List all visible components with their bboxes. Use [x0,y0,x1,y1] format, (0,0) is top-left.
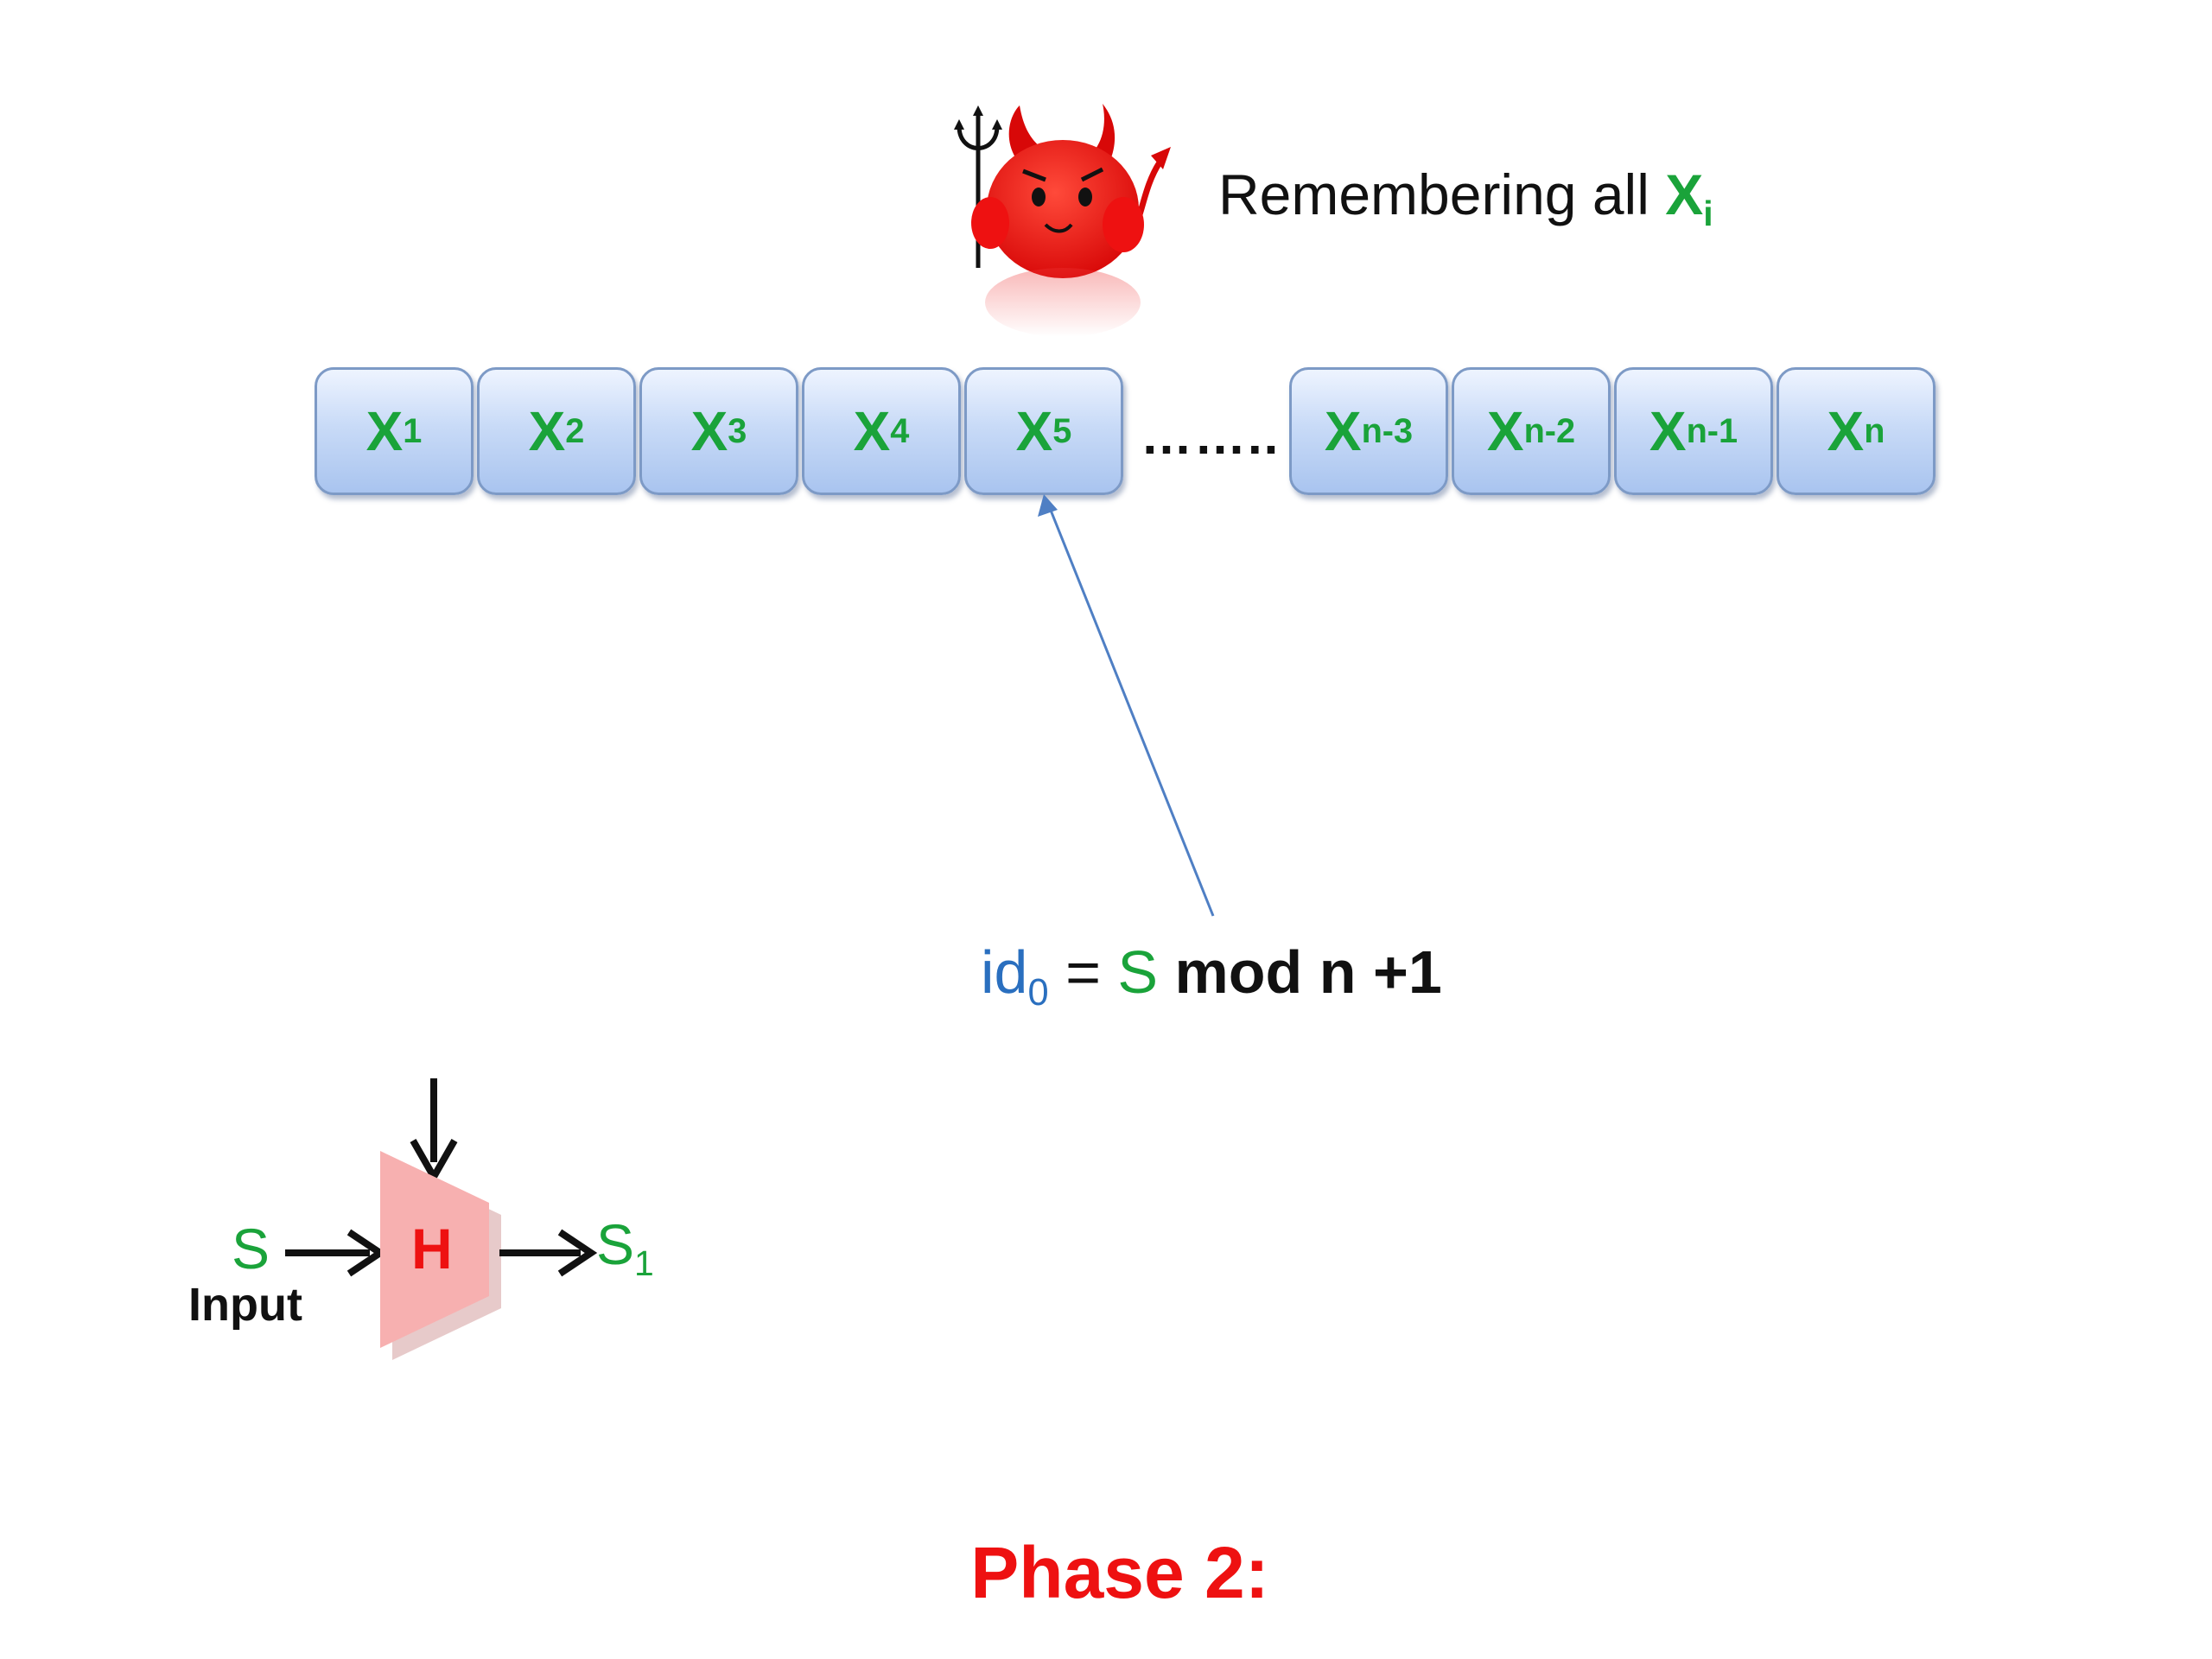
caption-variable: Xi [1665,162,1713,234]
formula-index: id0 [981,938,1049,1014]
hash-output-variable: S1 [596,1212,654,1284]
phase-title: Phase 2: [970,1532,1269,1613]
hash-input-variable: S [232,1217,270,1281]
hash-function-label: H [411,1217,453,1281]
formula-rest: mod n +1 [1158,938,1442,1006]
hash-input-label: Input [188,1279,302,1331]
devil-icon [933,95,1175,346]
formula-equals: = [1048,938,1118,1006]
formula-seed: S [1117,938,1159,1006]
caption-text: Remembering all [1218,162,1666,226]
devil-caption: Remembering all Xi [1218,160,1713,234]
index-formula: id0 = S mod n +1 [981,933,1442,1014]
array-ellipsis: …….. [1141,407,1281,465]
